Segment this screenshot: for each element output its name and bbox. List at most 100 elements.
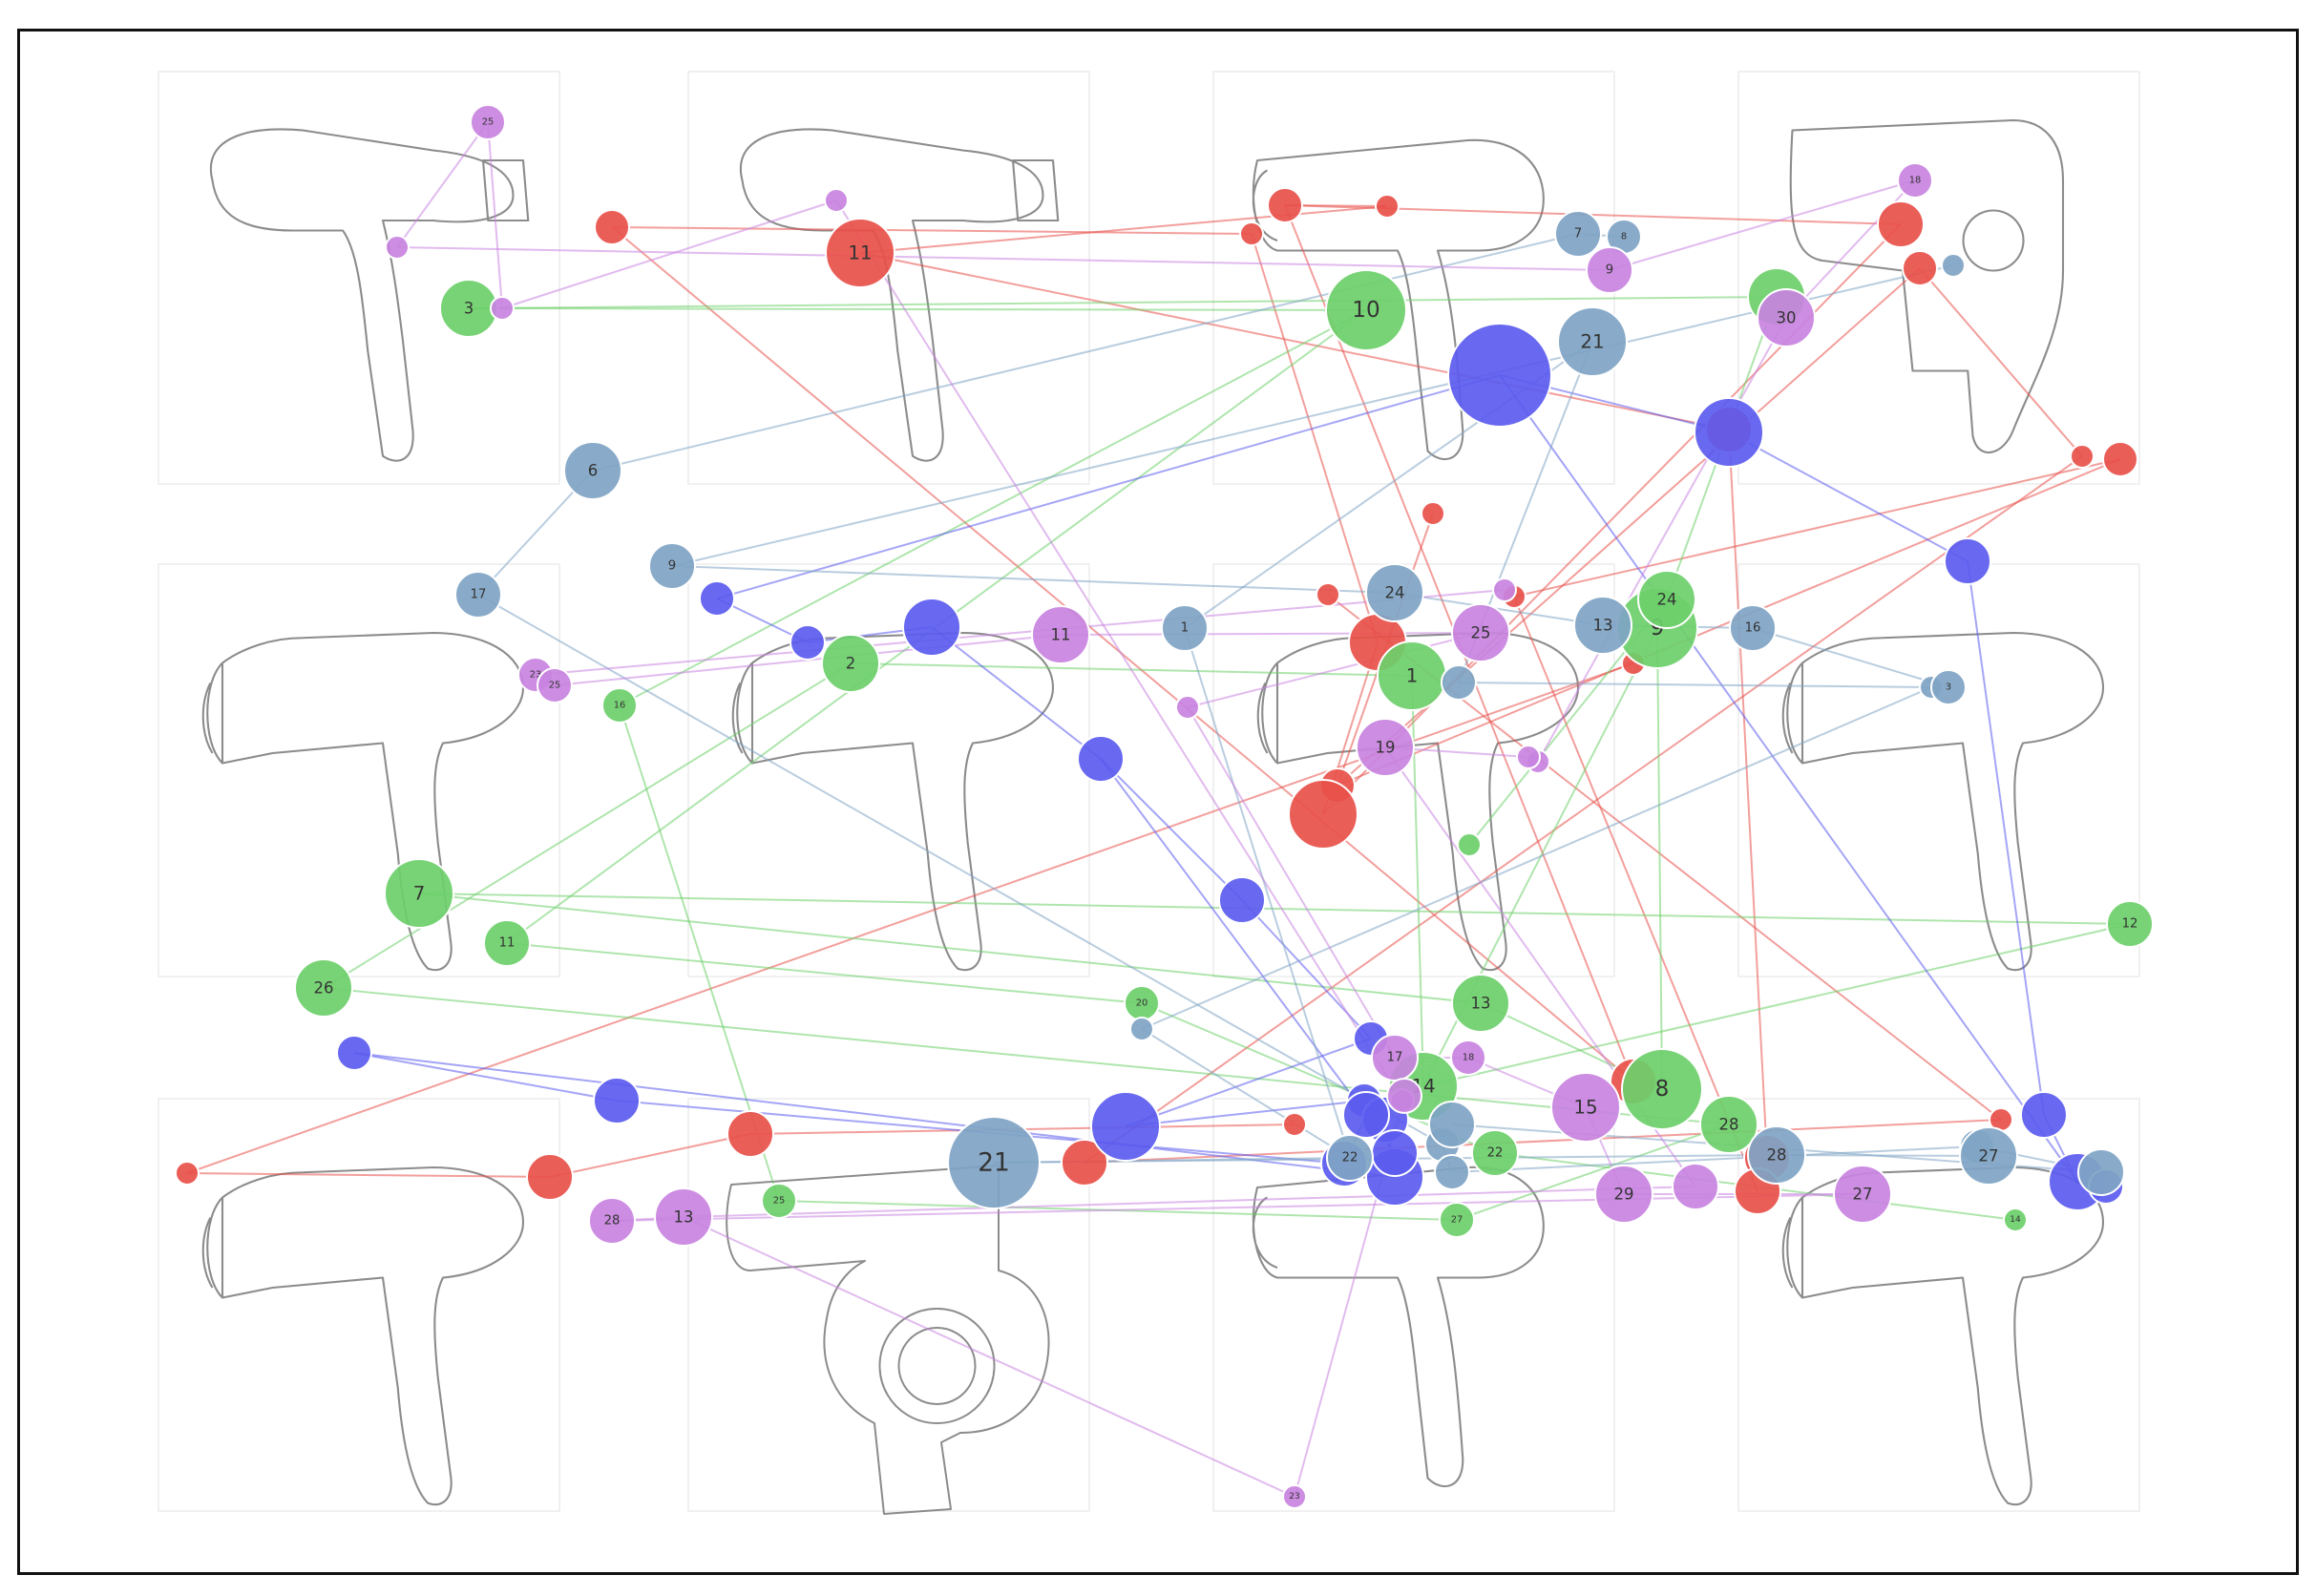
- edge-green: [418, 892, 2131, 925]
- edge-purple: [535, 589, 1505, 676]
- node-label: 13: [674, 1208, 694, 1227]
- node-blue: [1090, 1091, 1161, 1162]
- hair-dryer-icon-6: [687, 563, 1090, 977]
- node-purple: 17: [1371, 1034, 1419, 1082]
- node-red: [1267, 187, 1303, 223]
- node-circle: [1897, 162, 1933, 199]
- node-purple: 13: [654, 1187, 713, 1247]
- node-circle: [726, 1110, 774, 1158]
- edge-red: [1919, 267, 2083, 457]
- node-circle: [1959, 1126, 2018, 1186]
- node-green: 27: [1439, 1202, 1475, 1238]
- node-slate: 7: [1554, 210, 1602, 258]
- dryer-outline: [1781, 631, 2105, 972]
- node-label: 8: [1621, 232, 1627, 242]
- node-label: 18: [1909, 176, 1922, 186]
- node-label: 17: [471, 588, 487, 602]
- node-red: [2070, 444, 2095, 469]
- node-circle: [821, 634, 880, 693]
- dryer-outline: [726, 1165, 1050, 1515]
- node-circle: [1288, 779, 1358, 850]
- node-purple: 25: [1451, 603, 1510, 662]
- node-green: 22: [1471, 1129, 1519, 1177]
- node-slate: [1434, 1154, 1470, 1190]
- node-purple: [824, 188, 849, 213]
- node-circle: [1061, 1139, 1108, 1186]
- node-red: [1061, 1139, 1108, 1186]
- node-slate: [1428, 1101, 1476, 1148]
- node-circle: [2020, 1091, 2068, 1139]
- node-label: 11: [499, 936, 516, 951]
- node-circle: [1342, 1091, 1390, 1139]
- edge-blue: [1967, 560, 2045, 1116]
- node-purple: 18: [1450, 1040, 1486, 1076]
- node-label: 3: [1946, 682, 1951, 693]
- edge-blue: [353, 1052, 1396, 1178]
- node-label: 12: [2122, 917, 2138, 932]
- edge-purple: [611, 1193, 1863, 1222]
- node-red: [2102, 441, 2138, 477]
- node-label: 24: [1657, 591, 1677, 609]
- node-slate: 27: [1959, 1126, 2018, 1186]
- node-label: 11: [1051, 626, 1071, 644]
- node-slate: 9: [648, 542, 696, 590]
- node-circle: [1282, 1484, 1307, 1509]
- node-circle: [825, 218, 895, 288]
- node-green: 3: [439, 279, 498, 338]
- node-red: [175, 1161, 200, 1186]
- node-circle: [1451, 603, 1510, 662]
- node-circle: [1439, 1202, 1475, 1238]
- node-label: 27: [1979, 1147, 1999, 1166]
- node-label: 3: [464, 300, 474, 318]
- edge-blue: [1728, 431, 1969, 562]
- hair-dryer-icon-3: [1212, 71, 1615, 485]
- node-label: 23: [1289, 1492, 1299, 1502]
- node-circle: [1371, 1129, 1419, 1177]
- dryer-cell-border: [1737, 71, 2140, 485]
- node-green: 16: [601, 687, 638, 724]
- node-circle: [336, 1035, 372, 1071]
- node-blue: [699, 580, 735, 617]
- dryer-cell-border: [158, 71, 560, 485]
- node-label: 24: [1385, 584, 1405, 602]
- node-circle: [2106, 900, 2154, 948]
- node-circle: [1930, 669, 1967, 705]
- node-slate: [2077, 1148, 2125, 1196]
- edge-green: [619, 309, 1367, 706]
- node-red: [1316, 582, 1340, 607]
- node-circle: [1031, 605, 1090, 664]
- node-circle: [1944, 537, 1991, 585]
- node-circle: [1833, 1165, 1892, 1224]
- node-circle: [1375, 194, 1400, 219]
- node-circle: [1573, 596, 1632, 655]
- node-circle: [947, 1116, 1041, 1209]
- hair-dryer-icon-1: [158, 71, 560, 485]
- node-red: 11: [825, 218, 895, 288]
- node-circle: [902, 598, 961, 657]
- edge-purple: [487, 121, 503, 309]
- node-label: 13: [1471, 995, 1491, 1013]
- dryer-outline: [739, 128, 1060, 462]
- node-label: 23: [530, 670, 542, 681]
- node-circle: [1941, 253, 1966, 278]
- node-label: 8: [1655, 1077, 1670, 1102]
- edge-blue: [353, 1052, 618, 1102]
- dryer-outline: [201, 1166, 525, 1506]
- node-purple: 11: [1031, 605, 1090, 664]
- node-circle: [1077, 735, 1125, 783]
- node-label: 26: [314, 979, 334, 998]
- node-label: 11: [848, 242, 872, 264]
- edge-blue: [1100, 758, 1396, 1154]
- node-purple: [490, 296, 515, 321]
- node-green: 24: [1637, 570, 1696, 629]
- node-circle: [526, 1153, 574, 1201]
- edge-blue: [716, 374, 1501, 599]
- node-circle: [790, 624, 826, 661]
- node-circle: [1428, 1101, 1476, 1148]
- dryer-cell-border: [1212, 71, 1615, 485]
- edge-purple: [1537, 317, 1787, 763]
- node-circle: [1365, 563, 1424, 622]
- edge-red: [1084, 1119, 2002, 1164]
